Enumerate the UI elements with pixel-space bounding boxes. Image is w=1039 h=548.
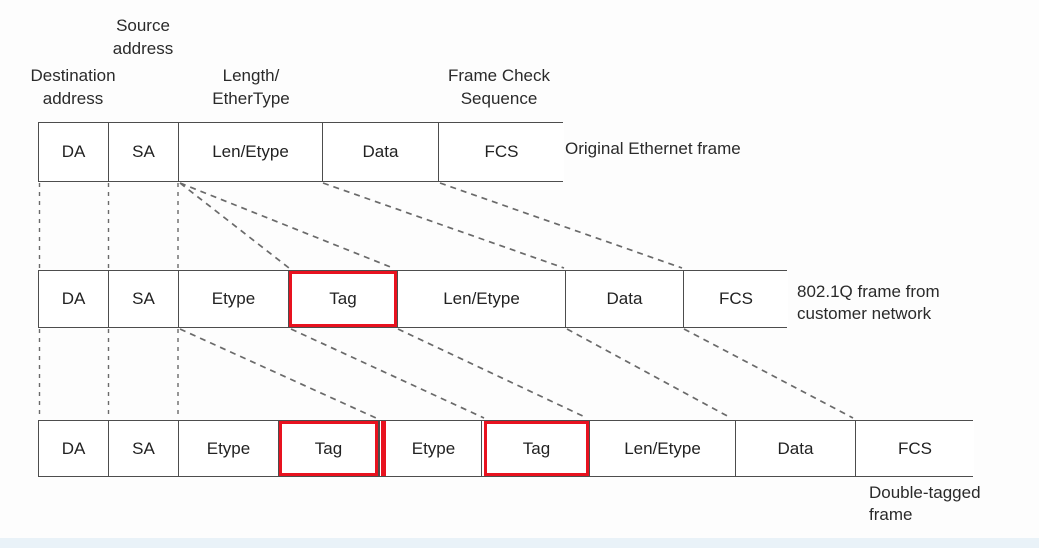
row3-field-etype2: Etype <box>386 421 482 476</box>
row3-field-tag2-highlighted: Tag <box>484 421 589 476</box>
row3-field-tag1-highlighted: Tag <box>279 421 378 476</box>
row3-field-da: DA <box>39 421 109 476</box>
row1-field-data: Data <box>323 123 439 181</box>
row2-field-fcs: FCS <box>684 271 788 327</box>
row2-field-etype: Etype <box>179 271 289 327</box>
bottom-edge-strip <box>0 538 1039 548</box>
row1-field-fcs: FCS <box>439 123 564 181</box>
annotation-destination-address: Destination address <box>3 64 143 110</box>
annotation-line: address <box>112 39 174 58</box>
frame-row-double-tagged: DA SA Etype Tag Etype Tag Len/Etype Data… <box>38 420 974 477</box>
annotation-line: Source <box>116 16 170 35</box>
row1-field-len-etype: Len/Etype <box>179 123 323 181</box>
caption-original-ethernet-frame: Original Ethernet frame <box>565 139 741 158</box>
dashed-line <box>397 328 588 419</box>
row2-field-len-etype: Len/Etype <box>397 271 566 327</box>
caption-line: Double-tagged <box>869 483 981 502</box>
tag-highlight-stripe <box>381 421 386 476</box>
row3-field-sa: SA <box>109 421 179 476</box>
dashed-line <box>566 328 732 419</box>
annotation-line: EtherType <box>212 89 290 108</box>
row3-field-fcs: FCS <box>856 421 974 476</box>
caption-double-tagged-frame: Double-tagged frame <box>869 482 981 526</box>
dashed-line <box>322 182 565 269</box>
dashed-line <box>179 182 290 269</box>
dashed-line <box>290 328 485 419</box>
annotation-line: address <box>42 89 104 108</box>
annotation-line: Destination <box>30 66 116 85</box>
dashed-line <box>439 182 683 269</box>
row1-field-da: DA <box>39 123 109 181</box>
annotation-line: Length/ <box>222 66 280 85</box>
annotation-source-address: Source address <box>83 14 203 60</box>
annotation-line: Sequence <box>460 89 538 108</box>
annotation-length-ethertype: Length/ EtherType <box>191 64 311 110</box>
row3-field-etype1: Etype <box>179 421 279 476</box>
annotation-line: Frame Check <box>447 66 551 85</box>
annotation-frame-check-sequence: Frame Check Sequence <box>429 64 569 110</box>
frame-row-dot1q: DA SA Etype Tag Len/Etype Data FCS <box>38 270 788 328</box>
row1-field-sa: SA <box>109 123 179 181</box>
caption-line: frame <box>869 505 913 524</box>
row3-field-len-etype: Len/Etype <box>589 421 736 476</box>
dashed-line <box>179 328 377 419</box>
caption-dot1q-frame: 802.1Q frame from customer network <box>797 281 940 325</box>
dashed-line <box>179 182 394 269</box>
dashed-line <box>683 328 854 419</box>
row2-field-tag-highlighted: Tag <box>289 271 397 327</box>
row2-field-data: Data <box>566 271 684 327</box>
row2-field-da: DA <box>39 271 109 327</box>
caption-line: 802.1Q frame from <box>797 282 940 301</box>
field-separator <box>378 421 380 476</box>
row2-field-sa: SA <box>109 271 179 327</box>
caption-line: customer network <box>797 304 932 323</box>
row3-field-data: Data <box>736 421 856 476</box>
frame-row-original: DA SA Len/Etype Data FCS <box>38 122 564 182</box>
